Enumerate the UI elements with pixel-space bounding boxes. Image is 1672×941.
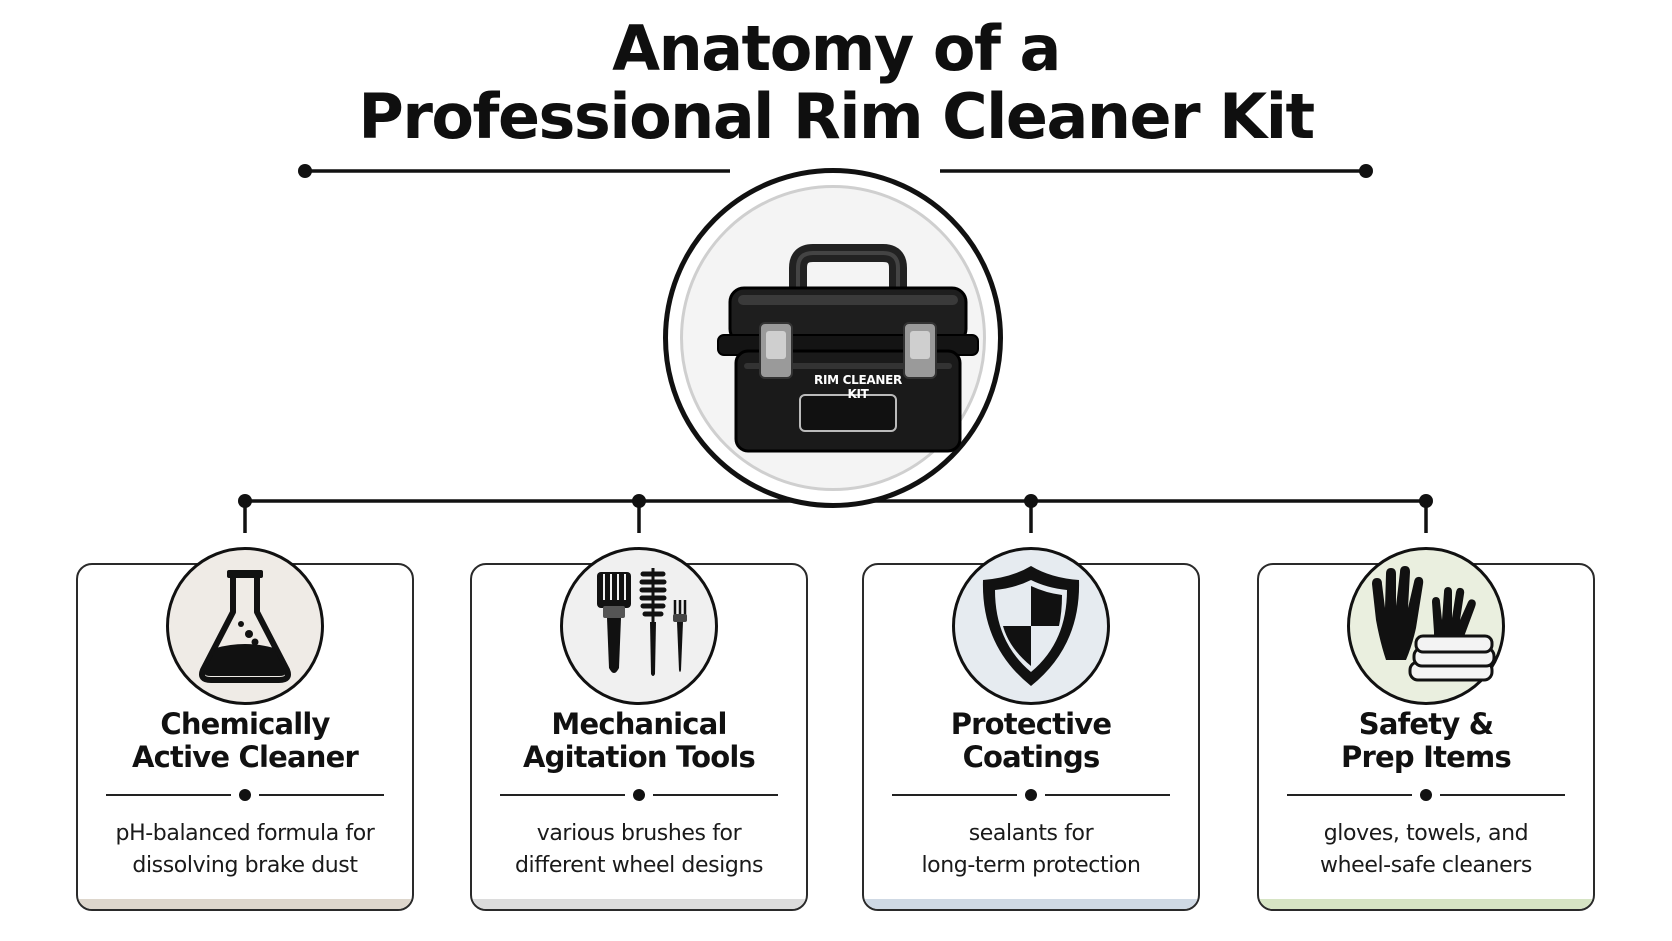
shield-icon <box>982 566 1080 686</box>
card-title-2: Mechanical Agitation Tools <box>470 708 808 774</box>
card-divider-1 <box>106 789 384 801</box>
gloves-towels-icon <box>1372 566 1496 682</box>
title-rule-right-dot <box>1359 164 1373 178</box>
card-desc-4-line-2: wheel-safe cleaners <box>1320 853 1532 878</box>
card-tint <box>864 899 1198 909</box>
brushes-icon <box>597 568 687 676</box>
card-title-3: Protective Coatings <box>862 708 1200 774</box>
card-desc-4: gloves, towels, and wheel-safe cleaners <box>1257 818 1595 882</box>
shield-icon-circle <box>952 547 1110 705</box>
card-title-1: Chemically Active Cleaner <box>76 708 414 774</box>
card-desc-2-line-2: different wheel designs <box>514 853 764 878</box>
card-tint <box>1259 899 1593 909</box>
card-tint <box>472 899 806 909</box>
flask-icon <box>199 570 291 683</box>
card-title-2-line-1: Mechanical <box>551 707 727 741</box>
card-title-1-line-2: Active Cleaner <box>132 740 359 774</box>
card-title-4: Safety & Prep Items <box>1257 708 1595 774</box>
card-desc-3: sealants for long-term protection <box>862 818 1200 882</box>
card-tint <box>78 899 412 909</box>
card-title-2-line-2: Agitation Tools <box>522 740 756 774</box>
card-title-4-line-2: Prep Items <box>1341 740 1512 774</box>
card-title-4-line-1: Safety & <box>1358 707 1494 741</box>
card-title-3-line-1: Protective <box>950 707 1112 741</box>
kit-hub-inner: RIM CLEANER KIT <box>680 185 986 491</box>
card-desc-1-line-1: pH-balanced formula for <box>115 821 375 846</box>
card-divider-2 <box>500 789 778 801</box>
card-title-3-line-2: Coatings <box>962 740 1101 774</box>
card-desc-3-line-1: sealants for <box>968 821 1094 846</box>
title-line-2: Professional Rim Cleaner Kit <box>358 80 1315 153</box>
card-desc-2-line-1: various brushes for <box>536 821 742 846</box>
kit-hub-circle: RIM CLEANER KIT <box>663 168 1003 508</box>
card-desc-1-line-2: dissolving brake dust <box>132 853 358 878</box>
toolbox-icon <box>717 244 979 453</box>
flask-icon-circle <box>166 547 324 705</box>
card-desc-3-line-2: long-term protection <box>921 853 1141 878</box>
card-desc-2: various brushes for different wheel desi… <box>470 818 808 882</box>
card-desc-1: pH-balanced formula for dissolving brake… <box>76 818 414 882</box>
brushes-icon-circle <box>560 547 718 705</box>
gloves-towels-icon-circle <box>1347 547 1505 705</box>
card-desc-4-line-1: gloves, towels, and <box>1323 821 1529 846</box>
card-divider-4 <box>1287 789 1565 801</box>
card-divider-3 <box>892 789 1170 801</box>
card-title-1-line-1: Chemically <box>160 707 330 741</box>
title-rule-left-dot <box>298 164 312 178</box>
kit-label: RIM CLEANER KIT <box>814 373 902 401</box>
title-line-1: Anatomy of a <box>612 12 1061 85</box>
